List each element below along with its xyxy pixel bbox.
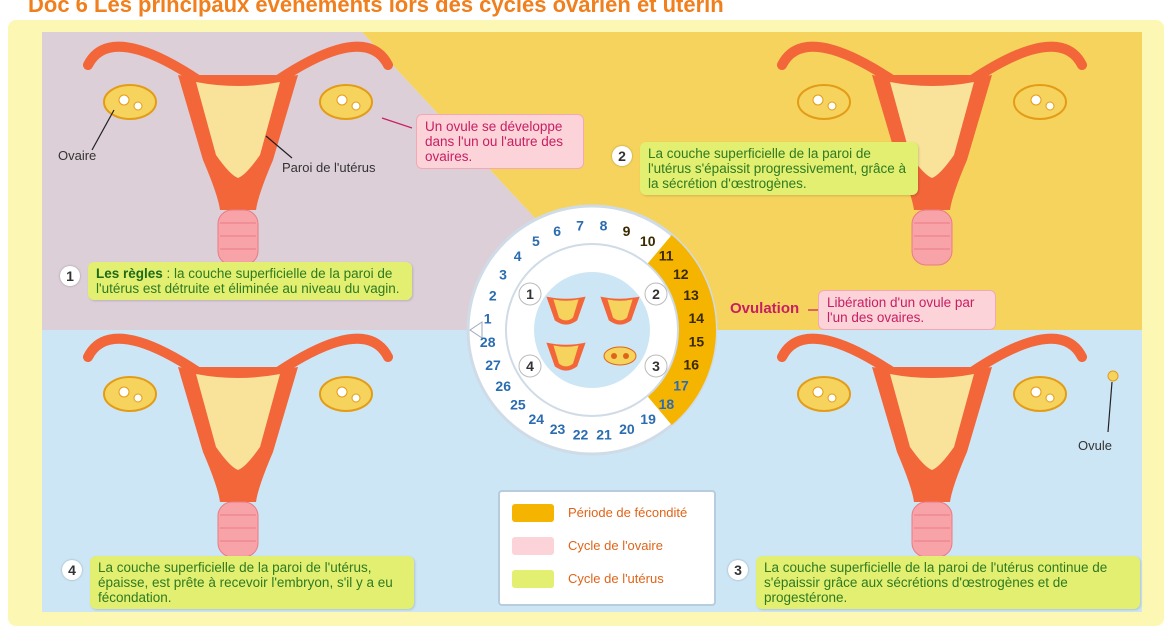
day-label-2: 2 (489, 288, 497, 304)
day-label-8: 8 (600, 218, 608, 234)
day-label-18: 18 (659, 396, 675, 412)
pointer-ovaire (91, 109, 115, 151)
cycle-start-arrow (469, 321, 483, 339)
panel-1-bg (42, 32, 548, 330)
phase-numbers: 1 2 3 4 (518, 282, 668, 378)
label-paroi-uterus: Paroi de l'utérus (282, 160, 376, 175)
day-label-16: 16 (683, 357, 699, 373)
doc-title: Doc 6 Les principaux événements lors des… (28, 0, 724, 17)
legend-label-fecondite: Période de fécondité (568, 505, 688, 520)
caption-2-number: 2 (612, 146, 632, 166)
ovule-mark (1107, 370, 1119, 382)
day-label-17: 17 (673, 378, 689, 394)
day-label-23: 23 (550, 421, 566, 437)
caption-4-number: 4 (62, 560, 82, 580)
label-ovulation: Ovulation (730, 300, 800, 317)
svg-text:3: 3 (652, 358, 660, 374)
day-label-19: 19 (640, 411, 656, 427)
legend-label-uterus: Cycle de l'utérus (568, 571, 664, 586)
legend-item-ovaire: Cycle de l'ovaire (512, 537, 712, 557)
caption-3: 3 La couche superficielle de la paroi de… (728, 556, 1140, 609)
svg-text:4: 4 (526, 358, 534, 374)
day-label-25: 25 (510, 396, 526, 412)
day-label-28: 28 (480, 334, 496, 350)
caption-2: 2 La couche superficielle de la paroi de… (612, 142, 918, 195)
legend-swatch-ovaire (512, 537, 554, 555)
day-label-13: 13 (683, 287, 699, 303)
day-label-20: 20 (619, 421, 635, 437)
label-ovule: Ovule (1078, 438, 1112, 453)
note-ovule-develop: Un ovule se développe dans l'un ou l'aut… (416, 114, 584, 169)
caption-1-number: 1 (60, 266, 80, 286)
day-label-22: 22 (573, 426, 589, 442)
caption-4-text: La couche superficielle de la paroi de l… (98, 560, 393, 605)
caption-2-text: La couche superficielle de la paroi de l… (648, 146, 907, 191)
legend-swatch-fecondite (512, 504, 554, 522)
mini-ovary-3 (603, 346, 637, 366)
day-label-7: 7 (576, 218, 584, 234)
day-label-6: 6 (553, 223, 561, 239)
caption-1-text: : la couche superficielle de la paroi de… (96, 266, 400, 296)
pointer-paroi (265, 135, 293, 159)
caption-3-text: La couche superficielle de la paroi de l… (764, 560, 1108, 605)
mini-uterus-1 (546, 296, 586, 325)
day-label-26: 26 (495, 378, 511, 394)
label-ovaire: Ovaire (58, 148, 97, 163)
pointer-ovule (1107, 381, 1113, 433)
caption-1-lead: Les règles (96, 266, 163, 281)
svg-text:2: 2 (652, 286, 660, 302)
pointer-ovule-develop (381, 117, 413, 129)
day-label-24: 24 (529, 411, 545, 427)
day-label-5: 5 (532, 233, 540, 249)
day-label-27: 27 (485, 357, 501, 373)
day-label-3: 3 (499, 266, 507, 282)
day-label-4: 4 (514, 248, 522, 264)
day-label-10: 10 (640, 233, 656, 249)
legend-swatch-uterus (512, 570, 554, 588)
legend-item-fecondite: Période de fécondité (512, 504, 712, 524)
legend-label-ovaire: Cycle de l'ovaire (568, 538, 663, 553)
legend-item-uterus: Cycle de l'utérus (512, 570, 712, 590)
caption-3-number: 3 (728, 560, 748, 580)
day-label-11: 11 (659, 248, 674, 264)
day-label-1: 1 (484, 311, 492, 327)
caption-1: 1 Les règles : la couche superficielle d… (60, 262, 412, 300)
note-liberation-ovule: Libération d'un ovule par l'un des ovair… (818, 290, 996, 330)
mini-uterus-4 (546, 342, 586, 371)
legend: Période de fécondité Cycle de l'ovaire C… (498, 490, 716, 606)
day-label-21: 21 (596, 426, 612, 442)
mini-uterus-2 (600, 296, 640, 325)
day-label-14: 14 (689, 310, 705, 326)
day-label-12: 12 (673, 266, 689, 282)
caption-4: 4 La couche superficielle de la paroi de… (62, 556, 414, 609)
day-label-15: 15 (689, 334, 705, 350)
svg-text:1: 1 (526, 286, 534, 302)
day-label-9: 9 (623, 223, 631, 239)
